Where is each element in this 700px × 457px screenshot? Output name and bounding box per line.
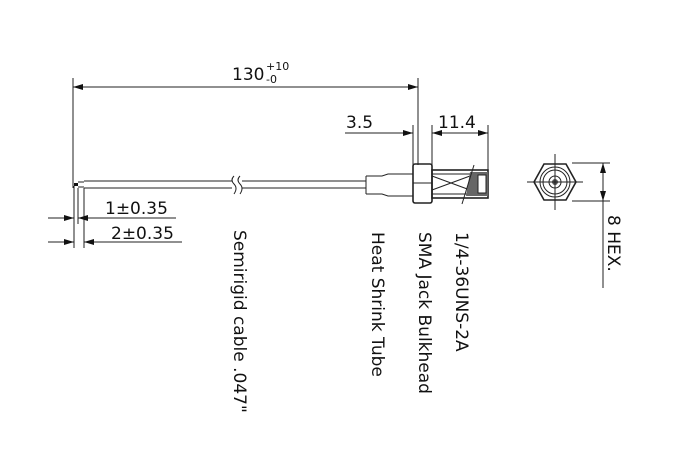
connector-dimensions: 3.5 11.4 — [345, 113, 489, 170]
hex-dimension: 8 HEX. — [603, 215, 623, 272]
connector-label: SMA Jack Bulkhead — [414, 232, 434, 394]
overall-length-value: 130 — [232, 65, 264, 85]
semirigid-cable — [74, 175, 366, 195]
sma-connector — [412, 163, 489, 205]
connector-length-dimension: 11.4 — [438, 113, 476, 133]
overall-length-tol-minus: -0 — [266, 73, 277, 86]
strip-2-dimension: 2±0.35 — [111, 224, 174, 244]
overall-length-tol-plus: +10 — [266, 60, 289, 73]
thread-label: 1/4-36UNS-2A — [451, 232, 471, 352]
hex-end-view: 8 HEX. — [527, 154, 623, 288]
strip-dimensions: 1±0.35 2±0.35 — [48, 186, 182, 248]
cable-label: Semirigid cable .047" — [229, 230, 249, 413]
heat-shrink-tube — [365, 173, 413, 197]
overall-length-dimension: 130 +10 -0 — [72, 60, 419, 188]
strip-1-dimension: 1±0.35 — [105, 199, 168, 219]
heat-shrink-dimension: 3.5 — [346, 113, 373, 133]
heat-shrink-label: Heat Shrink Tube — [367, 232, 387, 377]
